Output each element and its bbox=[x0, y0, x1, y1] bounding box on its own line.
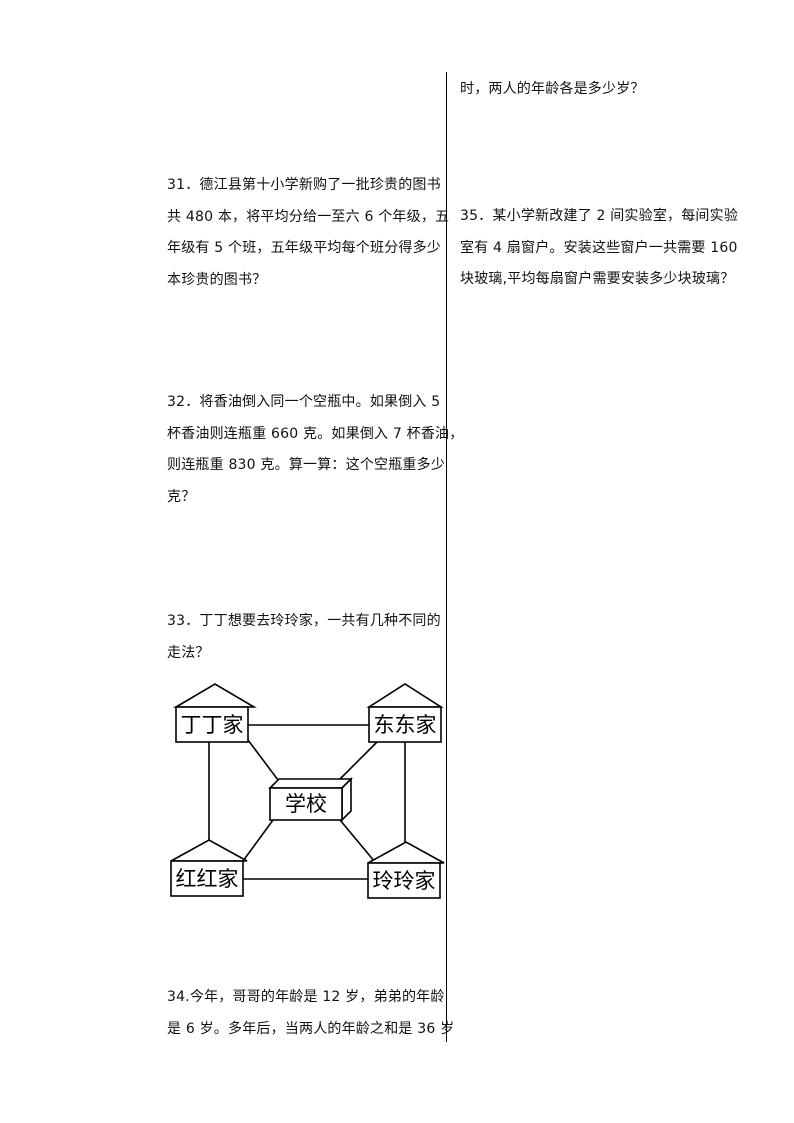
house-dongdong: 东东家 bbox=[366, 683, 444, 743]
question-31-line-2: 共 480 本，将平均分给一至六 6 个年级，五 bbox=[167, 208, 450, 225]
question-32: 32．将香油倒入同一个空瓶中。如果倒入 5 杯香油则连瓶重 660 克。如果倒入… bbox=[167, 387, 463, 513]
roof-icon bbox=[366, 683, 444, 708]
path-school-lingling bbox=[339, 819, 376, 863]
question-31-line-1: 31．德江县第十小学新购了一批珍贵的图书 bbox=[167, 177, 441, 193]
question-34-line-2: 是 6 岁。多年后，当两人的年龄之和是 36 岁 bbox=[167, 1020, 455, 1037]
roof-icon bbox=[367, 841, 445, 864]
question-34-line-3: 时，两人的年龄各是多少岁？ bbox=[460, 81, 645, 97]
column-divider bbox=[446, 72, 447, 1042]
house-dongdong-label: 东东家 bbox=[374, 713, 437, 737]
question-32-line-4: 克？ bbox=[167, 488, 196, 505]
question-35-line-1: 35．某小学新改建了 2 间实验室，每间实验 bbox=[460, 208, 739, 224]
path-school-honghong bbox=[242, 819, 274, 862]
route-diagram: 丁丁家 东东家 学校 红红家 玲玲家 bbox=[160, 678, 450, 903]
house-honghong: 红红家 bbox=[170, 839, 248, 897]
house-lingling: 玲玲家 bbox=[367, 841, 445, 899]
roof-icon bbox=[170, 839, 248, 862]
question-34-continued: 时，两人的年龄各是多少岁？ bbox=[460, 74, 645, 106]
question-33-line-2: 走法？ bbox=[167, 644, 210, 661]
house-lingling-label: 玲玲家 bbox=[373, 869, 436, 893]
path-dongdong-school bbox=[339, 741, 378, 780]
question-35-line-2: 室有 4 扇窗户。安装这些窗户一共需要 160 bbox=[460, 239, 738, 256]
question-34: 34.今年，哥哥的年龄是 12 岁，弟弟的年龄 是 6 岁。多年后，当两人的年龄… bbox=[167, 982, 454, 1045]
question-32-line-2: 杯香油则连瓶重 660 克。如果倒入 7 杯香油， bbox=[167, 425, 464, 442]
roof-icon bbox=[173, 683, 257, 708]
house-dingding: 丁丁家 bbox=[173, 683, 257, 743]
question-34-line-1: 34.今年，哥哥的年龄是 12 岁，弟弟的年龄 bbox=[167, 989, 445, 1005]
question-33: 33．丁丁想要去玲玲家，一共有几种不同的 走法？ bbox=[167, 606, 441, 669]
question-32-line-3: 则连瓶重 830 克。算一算：这个空瓶重多少 bbox=[167, 457, 446, 473]
house-dingding-label: 丁丁家 bbox=[181, 713, 244, 737]
question-31-line-3: 年级有 5 个班，五年级平均每个班分得多少 bbox=[167, 240, 442, 256]
question-35: 35．某小学新改建了 2 间实验室，每间实验 室有 4 扇窗户。安装这些窗户一共… bbox=[460, 201, 738, 296]
school-building: 学校 bbox=[268, 777, 353, 822]
question-32-line-1: 32．将香油倒入同一个空瓶中。如果倒入 5 bbox=[167, 394, 441, 410]
question-31: 31．德江县第十小学新购了一批珍贵的图书 共 480 本，将平均分给一至六 6 … bbox=[167, 170, 449, 296]
path-dingding-school bbox=[247, 739, 279, 781]
question-35-line-3: 块玻璃,平均每扇窗户需要安装多少块玻璃？ bbox=[460, 271, 735, 287]
house-honghong-label: 红红家 bbox=[176, 867, 239, 891]
school-label: 学校 bbox=[285, 792, 327, 816]
question-33-line-1: 33．丁丁想要去玲玲家，一共有几种不同的 bbox=[167, 613, 441, 629]
question-31-line-4: 本珍贵的图书？ bbox=[167, 271, 267, 288]
